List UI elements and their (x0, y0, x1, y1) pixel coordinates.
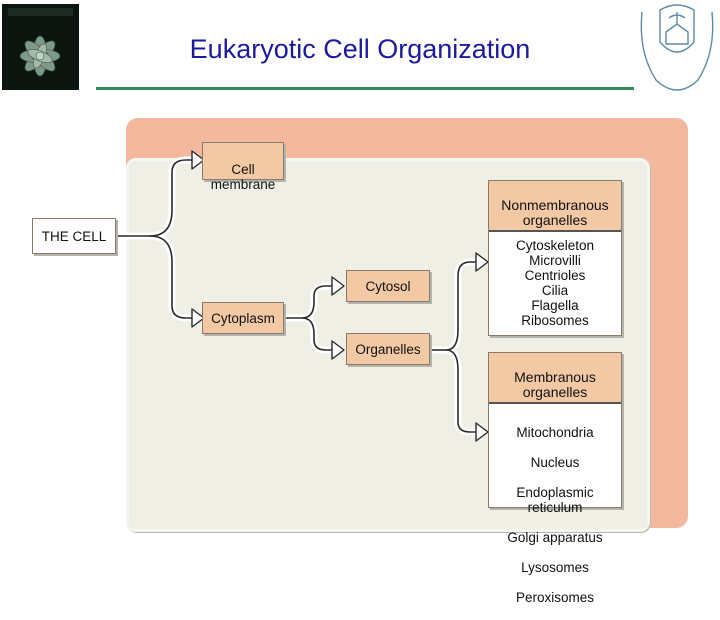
list-item: Endoplasmic reticulum (516, 485, 594, 515)
list-item: Golgi apparatus (507, 530, 603, 545)
page-title: Eukaryotic Cell Organization (189, 34, 531, 64)
list-item: Lysosomes (521, 560, 589, 575)
cell-membrane-box: Cell membrane (202, 142, 284, 192)
organelles-box: Organelles (346, 333, 430, 365)
university-seal-logo (636, 2, 718, 102)
cell-membrane-label: Cell membrane (210, 162, 276, 192)
list-item: Mitochondria (516, 425, 594, 440)
list-item: Cilia (541, 283, 569, 298)
nonmembranous-organelles-panel: Nonmembranous organelles Cytoskeleton Mi… (488, 180, 622, 336)
organelles-label: Organelles (355, 342, 421, 357)
membranous-list: Mitochondria Nucleus Endoplasmic reticul… (489, 404, 621, 620)
list-item: Ribosomes (521, 313, 589, 328)
the-cell-label: THE CELL (41, 229, 107, 244)
book-cover-image (2, 4, 79, 90)
cytoplasm-label: Cytoplasm (211, 311, 275, 326)
list-item: Nucleus (530, 455, 580, 470)
list-item: Centrioles (524, 268, 586, 283)
nonmembranous-list: Cytoskeleton Microvilli Centrioles Cilia… (489, 232, 621, 328)
list-item: Cytoskeleton (515, 238, 595, 253)
the-cell-box: THE CELL (32, 218, 116, 254)
nonmembranous-header: Nonmembranous organelles (489, 181, 621, 232)
nonmembranous-header-label: Nonmembranous organelles (501, 197, 609, 228)
title-underline (96, 87, 634, 90)
membranous-header: Membranous organelles (489, 353, 621, 404)
list-item: Microvilli (529, 253, 581, 268)
connector-arrows (118, 150, 489, 442)
cytosol-label: Cytosol (365, 279, 411, 294)
list-item: Flagella (531, 298, 579, 313)
membranous-header-label: Membranous organelles (514, 369, 596, 400)
membranous-organelles-panel: Membranous organelles Mitochondria Nucle… (488, 352, 622, 605)
cytoplasm-box: Cytoplasm (202, 302, 284, 334)
cytosol-box: Cytosol (346, 270, 430, 302)
list-item: Peroxisomes (515, 590, 595, 605)
